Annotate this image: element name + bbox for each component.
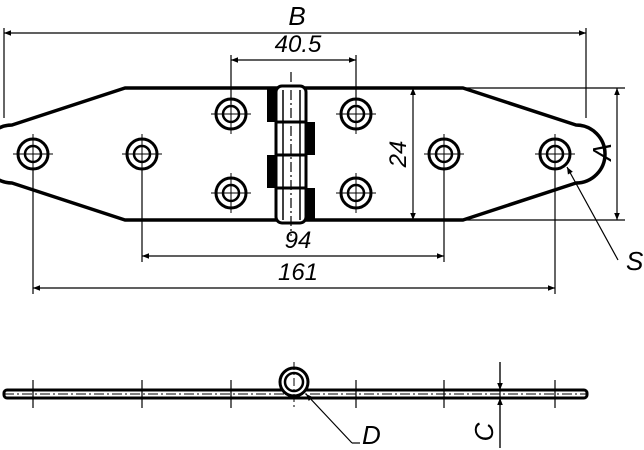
- dimension-lines: [3, 28, 625, 294]
- dim-161-label: 161: [278, 259, 318, 286]
- hole-center-left-top: [211, 94, 251, 134]
- hole-center-right-bottom: [336, 173, 376, 213]
- hinge-plate-top-view: [0, 72, 607, 236]
- dim-40-5-label: 40.5: [275, 31, 322, 58]
- screw-leader-line: [566, 166, 619, 261]
- dim-b-label: B: [288, 1, 305, 31]
- hinge-side-view: [2, 362, 589, 408]
- side-hole-centerlines: [32, 380, 556, 408]
- side-dimensions: [305, 362, 503, 448]
- pin-diameter-label: D: [362, 420, 381, 450]
- dim-24-label: 24: [385, 141, 412, 169]
- hole-center-left-bottom: [211, 173, 251, 213]
- hole-inner-left: [122, 134, 162, 174]
- screw-size-label: S: [626, 246, 644, 276]
- hole-outer-right: [535, 134, 575, 174]
- pin-leader-line: [305, 393, 353, 444]
- dim-c-label: C: [469, 422, 499, 441]
- hole-outer-left: [13, 134, 53, 174]
- dim-a-label: A: [587, 143, 617, 162]
- mounting-holes: [13, 94, 575, 213]
- dim-94-label: 94: [285, 227, 312, 254]
- hinge-knuckles: [267, 72, 315, 236]
- hole-inner-right: [424, 134, 464, 174]
